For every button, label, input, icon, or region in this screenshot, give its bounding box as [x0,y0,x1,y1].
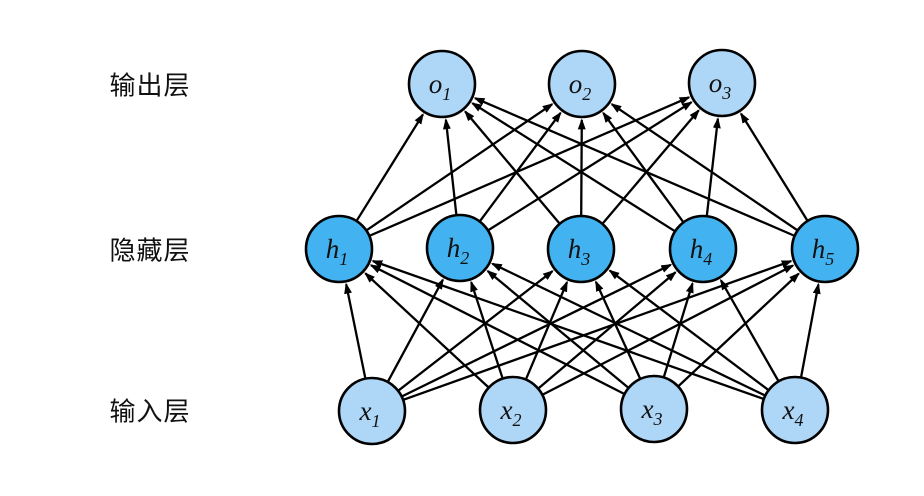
edge-h3-to-o1 [464,110,560,224]
edge-x3-to-h5 [678,272,800,387]
edge-x1-to-h3 [398,270,554,392]
node-label-o1: o1 [429,69,452,104]
node-x4: x4 [760,375,830,445]
node-circle-o3 [687,48,757,118]
node-h3: h3 [546,214,616,284]
node-circle-x4 [760,375,830,445]
edge-x4-to-h1 [371,259,764,400]
node-label-h1: h1 [326,234,349,269]
edge-h5-to-o2 [610,103,798,231]
node-circle-h3 [546,214,616,284]
node-o3: o3 [687,48,757,118]
layer-label-input: 输入层 [109,396,191,427]
node-label-h5: h5 [812,234,835,269]
edges-group [344,96,821,401]
edge-h5-to-o1 [473,97,795,237]
edge-h2-to-o3 [488,101,693,231]
node-label-h3: h3 [568,234,591,269]
edge-x2-to-h1 [364,272,489,388]
node-circle-x2 [478,375,548,445]
node-x2: x2 [478,375,548,445]
edge-x4-to-h3 [608,269,769,391]
node-circle-h2 [425,213,495,283]
edge-h1-to-o1 [356,113,424,221]
node-o1: o1 [407,49,477,119]
edge-x4-to-h2 [490,262,765,397]
edge-x4-to-h5 [800,282,821,377]
node-circle-h4 [668,214,738,284]
node-h1: h1 [304,214,374,284]
layer-label-output: 输出层 [109,70,191,101]
node-label-o2: o2 [569,69,592,104]
edge-x3-to-h2 [486,269,629,389]
edge-h2-to-o2 [479,111,562,222]
edge-x2-to-h3 [525,280,569,380]
edge-h2-to-o1 [442,118,458,215]
node-x1: x1 [337,376,407,446]
node-label-x2: x2 [500,395,522,430]
node-o2: o2 [547,49,617,119]
edge-h4-to-o2 [602,111,684,223]
edge-x1-to-h2 [387,278,444,382]
node-circle-h1 [304,214,374,284]
layer-label-hidden: 隐藏层 [109,235,191,266]
edge-h4-to-o1 [471,102,675,232]
node-label-h4: h4 [690,234,713,269]
edge-h3-to-o2 [577,118,586,216]
node-h4: h4 [668,214,738,284]
edge-x2-to-h4 [538,271,677,389]
node-label-x4: x4 [782,395,804,430]
node-x3: x3 [619,374,689,444]
node-circle-h5 [790,214,860,284]
node-circle-o1 [407,49,477,119]
edge-x2-to-h5 [542,264,795,396]
edge-x3-to-h4 [662,281,694,377]
node-label-o3: o3 [709,68,732,103]
edge-h3-to-o3 [602,109,700,224]
node-label-x1: x1 [359,396,381,431]
edge-h5-to-o3 [740,112,809,221]
edge-x3-to-h3 [594,280,641,379]
edge-x4-to-h4 [719,278,780,382]
edge-x3-to-h1 [369,264,625,395]
node-h2: h2 [425,213,495,283]
node-h5: h5 [790,214,860,284]
node-circle-x1 [337,376,407,446]
edge-h1-to-o2 [366,103,554,231]
node-circle-x3 [619,374,689,444]
nodes-group: x1 x2 x3 x4 h1 h2 h3 h4 h5 o1 o2 o3 [304,48,860,446]
node-label-h2: h2 [447,233,470,268]
node-label-x3: x3 [641,394,663,429]
node-circle-o2 [547,49,617,119]
edge-x1-to-h1 [344,282,367,378]
edge-x1-to-h4 [401,263,673,398]
